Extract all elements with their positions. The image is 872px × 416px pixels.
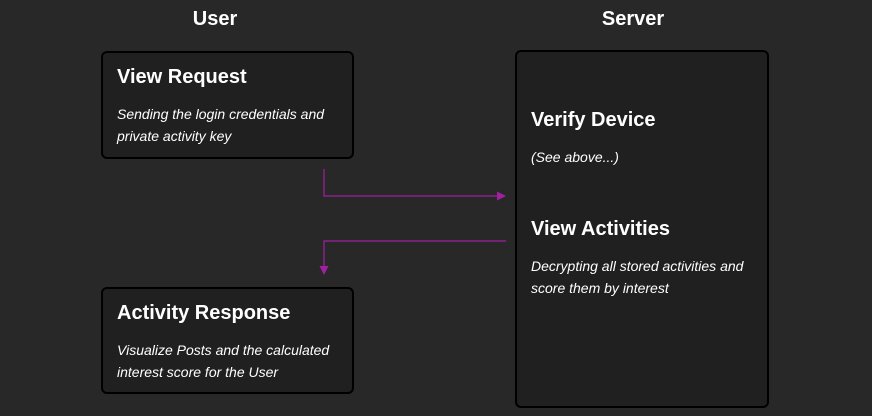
server-column-title: Server (601, 8, 665, 30)
view-activities-description: Decrypting all stored activities and sco… (531, 258, 744, 296)
activity-response-description: Visualize Posts and the calculated inter… (117, 342, 330, 380)
activity-response-title: Activity Response (117, 302, 291, 324)
view-request-title: View Request (117, 66, 247, 88)
view-request-description: Sending the login credentials and privat… (117, 106, 325, 144)
request-arrow-head (497, 191, 506, 201)
response-arrow-head (319, 266, 329, 275)
server-box: Verify Device (See above...) View Activi… (515, 50, 769, 408)
user-column-title: User (192, 8, 238, 30)
activity-response-box: Activity Response Visualize Posts and th… (101, 287, 354, 394)
request-arrow (323, 169, 506, 201)
verify-device-title: Verify Device (531, 109, 656, 131)
response-arrow-line (323, 240, 506, 266)
verify-device-section: Verify Device (See above...) (531, 108, 761, 168)
request-arrow-line (323, 169, 497, 197)
view-activities-section: View Activities Decrypting all stored ac… (531, 217, 761, 299)
verify-device-description: (See above...) (531, 149, 619, 165)
view-request-box: View Request Sending the login credentia… (101, 51, 354, 159)
response-arrow (319, 240, 506, 275)
view-activities-title: View Activities (531, 218, 670, 240)
